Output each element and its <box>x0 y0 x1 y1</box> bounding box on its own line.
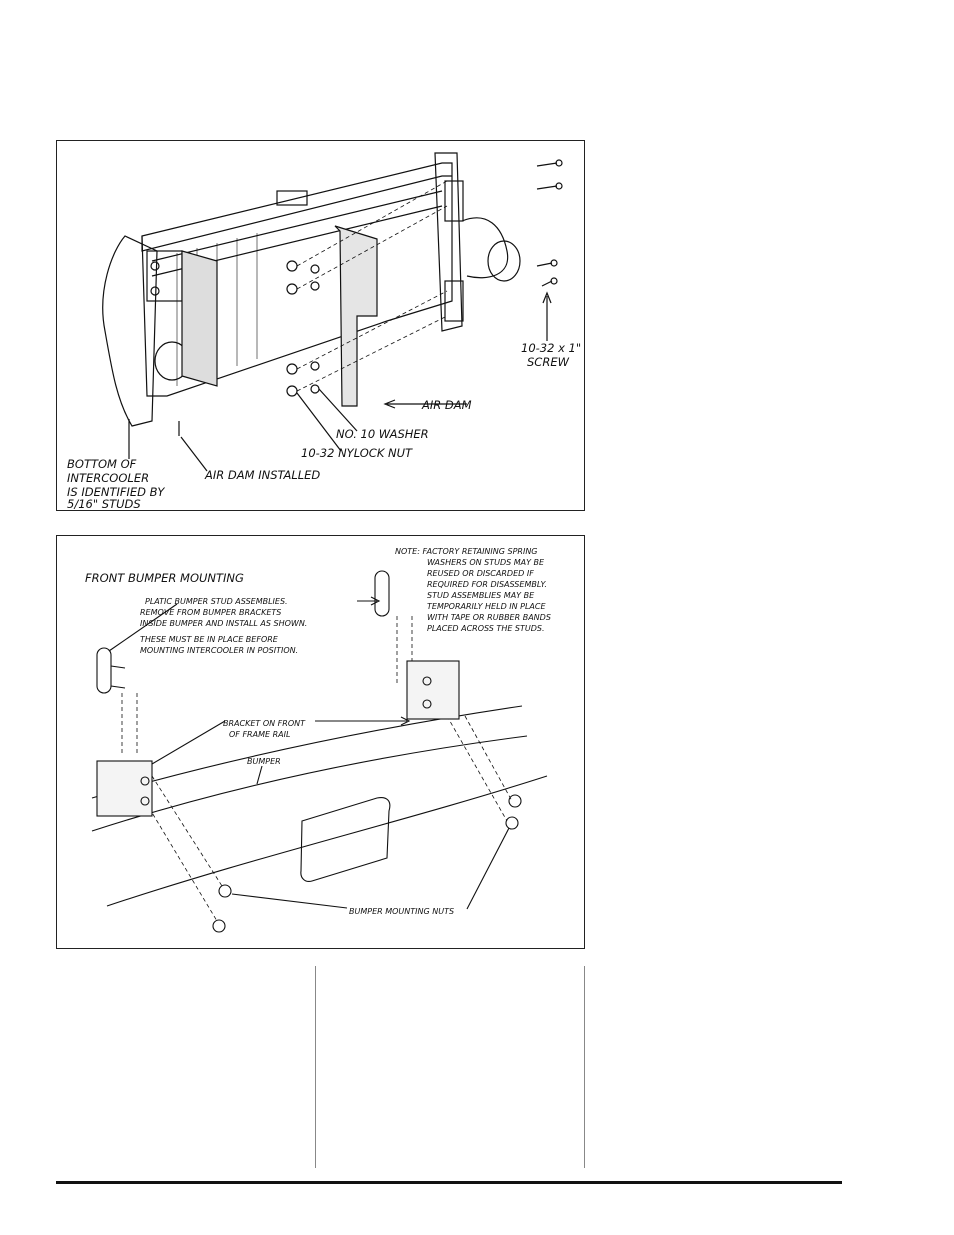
nut-icon-left-2 <box>212 919 226 933</box>
intercooler-air-dam-figure: 10-32 x 1" SCREW AIR DAM NO. 10 WASHER 1… <box>56 140 585 511</box>
bottom-label-1: BOTTOM OF <box>67 457 137 471</box>
core-label-plate <box>276 190 308 206</box>
bottom-label-3: IS IDENTIFIED BY <box>67 485 165 499</box>
air-dam-part <box>334 225 378 407</box>
left-stud-assembly <box>96 647 112 694</box>
license-plate <box>300 797 391 882</box>
screw-label-2: SCREW <box>527 355 570 369</box>
left-end-tank <box>102 235 158 427</box>
right-outlet-opening <box>487 240 521 282</box>
note-line-6: TEMPORARILY HELD IN PLACE <box>427 602 546 611</box>
air-dam-label: AIR DAM <box>421 398 472 412</box>
bumper-lower-edge <box>106 775 548 907</box>
nut-icon-right-2 <box>505 816 519 830</box>
nut-icon-right-1 <box>508 794 522 808</box>
front-bumper-mounting-figure: FRONT BUMPER MOUNTING NOTE: FACTORY RETA… <box>56 535 585 949</box>
stud-line-2: REMOVE FROM BUMPER BRACKETS <box>140 608 281 617</box>
stud-line-3: INSIDE BUMPER AND INSTALL AS SHOWN. <box>140 619 307 628</box>
right-stud-assembly <box>374 570 390 617</box>
air-dam-installed-part <box>181 250 218 387</box>
bumper-label: BUMPER <box>247 757 281 766</box>
intercooler-drawing: 10-32 x 1" SCREW AIR DAM NO. 10 WASHER 1… <box>67 152 581 510</box>
footer-rule <box>56 1181 842 1184</box>
nut-label: 10-32 NYLOCK NUT <box>301 446 413 460</box>
washer-icon <box>310 264 320 274</box>
air-dam-installed-label: AIR DAM INSTALLED <box>204 468 320 482</box>
intercooler-core <box>141 162 453 397</box>
note-line-2: WASHERS ON STUDS MAY BE <box>427 558 545 567</box>
note-line-3: REUSED OR DISCARDED IF <box>427 569 534 578</box>
stud-line-5: MOUNTING INTERCOOLER IN POSITION. <box>140 646 298 655</box>
bumper-nuts-label: BUMPER MOUNTING NUTS <box>349 907 454 916</box>
right-end-tank <box>434 152 463 332</box>
column-divider-1 <box>315 966 316 1168</box>
column-divider-2 <box>584 966 585 1168</box>
note-line-5: STUD ASSEMBLIES MAY BE <box>427 591 535 600</box>
nut-icon-left-1 <box>218 884 232 898</box>
right-frame-bracket <box>406 660 460 720</box>
bumper-top-edge <box>91 705 523 799</box>
figure2-title: FRONT BUMPER MOUNTING <box>85 571 244 585</box>
note-line-4: REQUIRED FOR DISASSEMBLY. <box>427 580 547 589</box>
note-line-7: WITH TAPE OR RUBBER BANDS <box>427 613 551 622</box>
left-frame-bracket <box>96 760 153 817</box>
bracket-label-1: BRACKET ON FRONT <box>223 719 306 728</box>
note-line-8: PLACED ACROSS THE STUDS. <box>427 624 545 633</box>
right-outlet-pipe <box>461 217 509 279</box>
screw-label: 10-32 x 1" <box>521 341 581 355</box>
bumper-drawing: FRONT BUMPER MOUNTING NOTE: FACTORY RETA… <box>85 547 551 933</box>
bottom-label-2: INTERCOOLER <box>67 471 149 485</box>
stud-line-1: PLATIC BUMPER STUD ASSEMBLIES. <box>145 597 288 606</box>
nut-icon <box>286 260 298 272</box>
screw-icons <box>536 159 563 287</box>
note-line-1: NOTE: FACTORY RETAINING SPRING <box>395 547 538 556</box>
stud-line-4: THESE MUST BE IN PLACE BEFORE <box>140 635 279 644</box>
washer-label: NO. 10 WASHER <box>336 427 429 441</box>
bottom-label-4: 5/16" STUDS <box>67 497 141 510</box>
bracket-label-2: OF FRAME RAIL <box>229 730 290 739</box>
